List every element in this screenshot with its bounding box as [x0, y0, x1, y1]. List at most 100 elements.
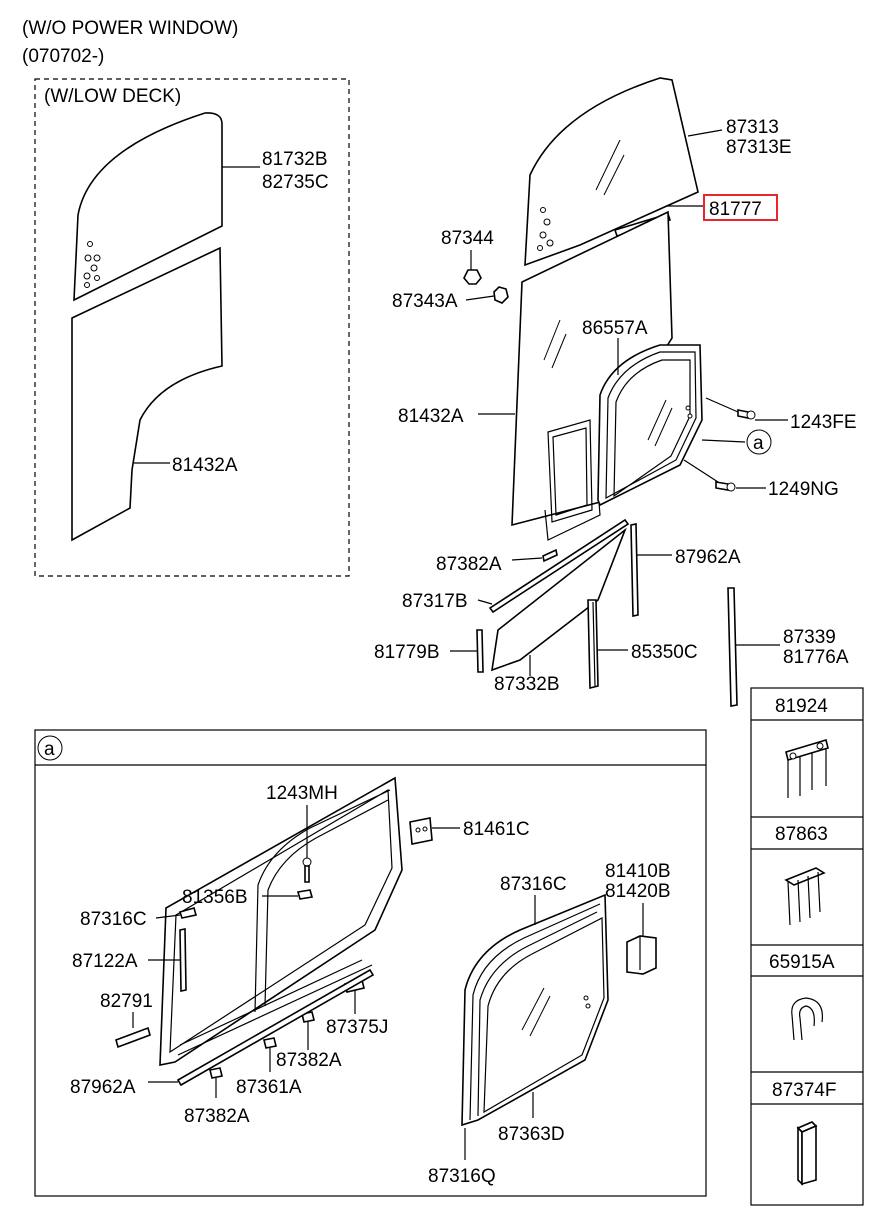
window-run-inner-1 [469, 903, 601, 1121]
upper-glass-dots [537, 207, 554, 251]
part-87382A-top[interactable] [542, 548, 558, 563]
channel-frame-inner [552, 427, 588, 516]
header-date-range: (070702-) [22, 46, 104, 67]
leader-87316C-left [155, 914, 181, 919]
part-65915A-icon[interactable] [791, 997, 824, 1041]
label-1243MH: 1243MH [266, 783, 338, 804]
sliding-window-glint [647, 399, 673, 447]
label-87313: 87313 [726, 117, 779, 138]
upper-glass-glint [595, 139, 625, 196]
label-87962A-top: 87962A [675, 547, 741, 568]
clip-87343A-icon[interactable] [493, 286, 509, 304]
door-frame-divider [254, 789, 391, 1013]
table-label-81924: 81924 [775, 696, 828, 717]
part-82791[interactable] [115, 1026, 151, 1049]
main-glass-glint [543, 319, 567, 369]
label-87316Q: 87316Q [428, 1166, 496, 1187]
low-deck-upper-glass[interactable] [73, 112, 223, 302]
sliding-window-dot [685, 405, 691, 411]
leader-1249NG-diag [683, 459, 719, 483]
detail-a-box [34, 729, 707, 1197]
label-82791: 82791 [100, 991, 153, 1012]
sliding-window-dot [687, 413, 693, 419]
label-87382A-mid: 87382A [276, 1050, 342, 1071]
label-81777: 81777 [709, 199, 762, 220]
label-87363D: 87363D [498, 1124, 565, 1145]
label-87962A: 87962A [70, 1077, 136, 1098]
part-87374F-icon[interactable] [796, 1121, 818, 1186]
leader-87382A-top [511, 557, 543, 561]
window-run-87316C[interactable] [461, 893, 609, 1127]
part-87382A-bot[interactable] [209, 1067, 223, 1079]
strip-87962A[interactable] [176, 968, 375, 1087]
door-frame-bottom-rails [177, 959, 373, 1056]
hinge-81461C-icon[interactable] [409, 817, 433, 845]
part-87962A-top[interactable] [630, 523, 639, 617]
label-81779B: 81779B [374, 642, 440, 663]
label-87313E: 87313E [726, 137, 792, 158]
leader-87313 [687, 129, 723, 137]
window-dot [583, 995, 589, 1001]
door-frame-assembly[interactable] [159, 776, 403, 1066]
window-glass-87363D[interactable] [483, 917, 605, 1114]
part-87863-icon[interactable] [784, 867, 826, 926]
strip-81779B[interactable] [476, 629, 484, 673]
leader-87317B [477, 599, 493, 605]
upper-glass-87313[interactable] [524, 77, 699, 267]
label-87382A-top: 87382A [436, 554, 502, 575]
label-87316C: 87316C [500, 874, 567, 895]
low-deck-label: (W/LOW DECK) [44, 86, 181, 107]
label-1249NG: 1249NG [768, 479, 839, 500]
label-81432A-left: 81432A [172, 455, 238, 476]
side-parts-table [750, 687, 864, 1206]
label-87122A: 87122A [72, 951, 138, 972]
highlight-81777 [703, 194, 778, 221]
low-deck-glass-dots [83, 241, 101, 288]
label-82735C: 82735C [262, 172, 329, 193]
low-deck-lower-panel[interactable] [71, 246, 223, 542]
detail-a-tag-circle [37, 735, 63, 761]
clip-87344-icon[interactable] [463, 269, 482, 285]
window-run-inner-2 [477, 911, 598, 1117]
channel-frame-outer [547, 419, 593, 523]
label-81410B: 81410B [605, 861, 671, 882]
screw-1249NG-icon[interactable] [715, 481, 736, 492]
label-87332B: 87332B [494, 674, 560, 695]
callout-a-circle[interactable] [746, 429, 772, 455]
screw-1243FE-icon[interactable] [737, 409, 756, 420]
header-title: (W/O POWER WINDOW) [22, 18, 238, 39]
label-81732B: 81732B [262, 149, 328, 170]
part-81356B[interactable] [296, 889, 314, 900]
sliding-window-frame-2 [613, 359, 691, 498]
label-87375J: 87375J [326, 1017, 388, 1038]
label-86557A: 86557A [582, 318, 648, 339]
callout-a-label: a [753, 433, 764, 454]
label-87361A: 87361A [236, 1077, 302, 1098]
label-87317B: 87317B [402, 591, 468, 612]
strip-87339[interactable] [727, 587, 738, 707]
label-87382A-bot: 87382A [184, 1106, 250, 1127]
strip-87317B[interactable] [488, 518, 630, 614]
strip-87122A[interactable] [179, 928, 187, 992]
detail-a-tag: a [44, 739, 55, 760]
sliding-window-86557A[interactable] [597, 344, 703, 507]
label-1243FE: 1243FE [790, 412, 857, 433]
panel-87332B[interactable] [491, 527, 627, 672]
label-81776A: 81776A [783, 647, 849, 668]
part-81924-icon[interactable] [785, 738, 829, 798]
label-87316C-left: 87316C [80, 909, 147, 930]
label-81461C: 81461C [463, 819, 530, 840]
window-dot [585, 1003, 591, 1009]
label-81432A: 81432A [398, 406, 464, 427]
part-87361A[interactable] [263, 1037, 277, 1049]
leader-87343A [465, 295, 495, 301]
label-87344: 87344 [441, 228, 494, 249]
screw-1243MH-icon[interactable] [302, 857, 312, 883]
rail-85350C[interactable] [587, 599, 599, 690]
latch-81410B-icon[interactable] [626, 935, 657, 975]
door-frame-inner [169, 788, 393, 1054]
part-87316C-left[interactable] [178, 907, 198, 919]
low-deck-box [34, 78, 350, 577]
leader-1243FE-diag [705, 397, 739, 413]
